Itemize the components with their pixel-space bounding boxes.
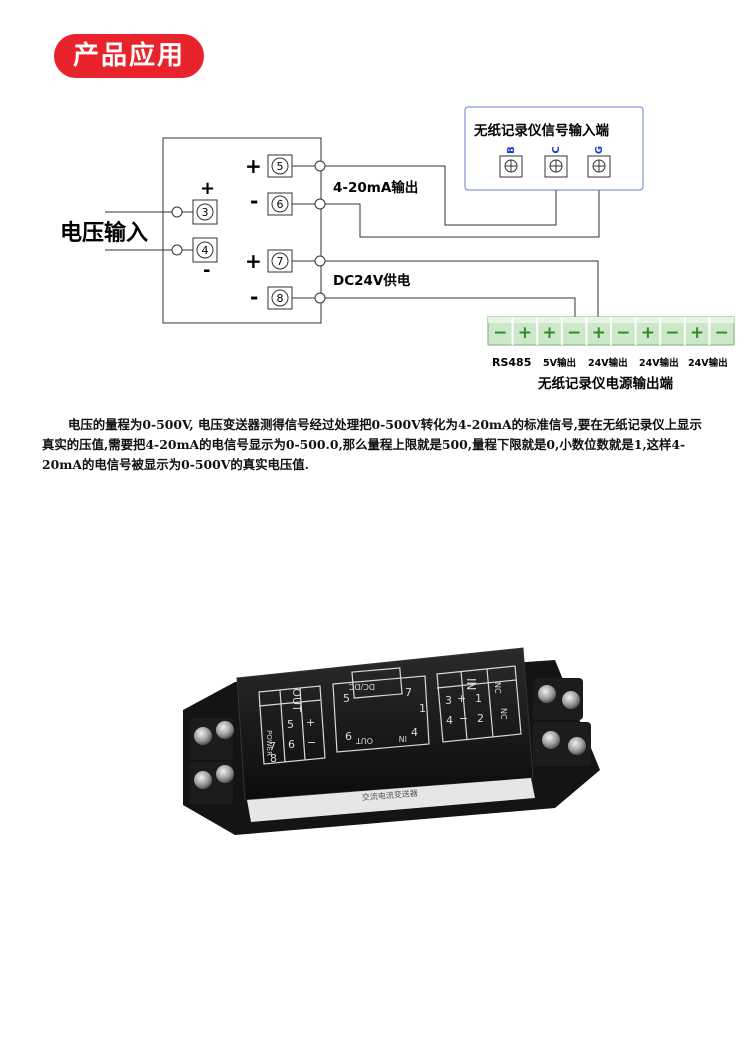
power-label-24v-a: 24V输出 xyxy=(588,357,628,369)
power-minus-sign: - xyxy=(250,285,258,309)
signal-terminal-b: B xyxy=(499,146,523,178)
svg-text:OUT: OUT xyxy=(356,736,373,745)
terminal-7: 7 xyxy=(267,249,293,273)
output-label: 4-20mA输出 xyxy=(333,179,418,196)
output-wire-positive xyxy=(325,165,557,226)
svg-text:3: 3 xyxy=(202,206,209,219)
power-label-rs485: RS485 xyxy=(492,356,531,369)
svg-text:6: 6 xyxy=(345,730,352,743)
power-terminal-sign: + xyxy=(690,323,704,343)
terminal-screws xyxy=(194,685,586,789)
output-plus-sign: + xyxy=(245,154,262,178)
input-node-negative xyxy=(171,244,183,256)
svg-text:7: 7 xyxy=(277,255,284,268)
svg-text:B: B xyxy=(506,146,517,154)
power-wire-negative xyxy=(325,297,576,317)
svg-text:NC: NC xyxy=(493,682,502,694)
svg-text:7: 7 xyxy=(269,740,276,753)
dcdc-label: DC/DC xyxy=(348,682,375,691)
svg-text:+: + xyxy=(306,716,315,729)
power-label: POWER xyxy=(265,730,273,756)
power-label-24v-c: 24V输出 xyxy=(688,357,728,369)
svg-text:5: 5 xyxy=(343,692,350,705)
terminal-6: 6 xyxy=(267,192,293,216)
in-block-title: IN xyxy=(464,678,478,691)
svg-text:NC: NC xyxy=(499,708,508,720)
out-block-title: OUT xyxy=(290,688,303,712)
terminal-3: 3 xyxy=(192,199,218,225)
power-terminal-sign: − xyxy=(567,323,581,343)
svg-text:1: 1 xyxy=(475,692,482,705)
power-terminal-sign: − xyxy=(616,323,630,343)
power-label-24v-b: 24V输出 xyxy=(639,357,679,369)
recorder-signal-title: 无纸记录仪信号输入端 xyxy=(473,122,609,139)
svg-text:8: 8 xyxy=(270,752,277,765)
svg-text:−: − xyxy=(307,736,316,749)
svg-text:IN: IN xyxy=(399,734,407,743)
svg-text:5: 5 xyxy=(287,718,294,731)
power-terminal-sign: + xyxy=(542,323,556,343)
input-plus-sign: + xyxy=(200,178,215,199)
recorder-power-title: 无纸记录仪电源输出端 xyxy=(537,375,673,392)
section-title-badge: 产品应用 xyxy=(54,34,204,78)
svg-text:交流电流变送器: 交流电流变送器 xyxy=(361,788,418,802)
transmitter-box xyxy=(162,137,322,324)
svg-text:5: 5 xyxy=(277,160,284,173)
svg-text:8: 8 xyxy=(277,292,284,305)
svg-text:6: 6 xyxy=(288,738,295,751)
terminal-4: 4 xyxy=(192,237,218,263)
input-minus-sign: - xyxy=(203,260,210,281)
recorder-power-strip: −++−+−+−+− xyxy=(487,316,735,346)
power-plus-sign: + xyxy=(245,249,262,273)
description-paragraph: 电压的量程为0-500V, 电压变送器测得信号经过处理把0-500V转化为4-2… xyxy=(42,417,702,472)
power-terminal-sign: + xyxy=(592,323,606,343)
svg-text:3: 3 xyxy=(445,694,452,707)
terminal-8: 8 xyxy=(267,286,293,310)
power-node-positive xyxy=(314,255,326,267)
power-wire-positive xyxy=(325,260,599,317)
power-terminal-sign: − xyxy=(665,323,679,343)
svg-text:G: G xyxy=(594,146,605,154)
output-wire-negative xyxy=(325,177,600,238)
svg-text:1: 1 xyxy=(419,702,426,715)
power-terminal-sign: − xyxy=(493,323,507,343)
power-terminal-sign: + xyxy=(641,323,655,343)
wiring-diagram: 电压输入 + - 3 4 + - 5 6 + - 7 8 xyxy=(60,106,735,392)
voltage-input-label: 电压输入 xyxy=(60,220,148,246)
output-minus-sign: - xyxy=(250,189,258,213)
svg-text:4: 4 xyxy=(202,244,209,257)
signal-terminal-c: C xyxy=(544,146,568,178)
housing-cover xyxy=(236,647,534,801)
input-node-positive xyxy=(171,206,183,218)
svg-text:+: + xyxy=(457,692,466,705)
svg-text:−: − xyxy=(459,712,468,725)
svg-text:4: 4 xyxy=(446,714,453,727)
power-label-5v: 5V输出 xyxy=(543,357,576,369)
product-label xyxy=(247,778,535,822)
signal-terminal-g: G xyxy=(587,146,611,178)
terminal-5: 5 xyxy=(267,154,293,178)
svg-text:2: 2 xyxy=(477,712,484,725)
svg-text:6: 6 xyxy=(277,198,284,211)
output-node-positive xyxy=(314,160,326,172)
svg-text:4: 4 xyxy=(411,726,418,739)
power-terminal-sign: − xyxy=(715,323,729,343)
power-label: DC24V供电 xyxy=(333,272,411,289)
svg-text:C: C xyxy=(551,146,562,153)
power-node-negative xyxy=(314,292,326,304)
product-photo: 交流电流变送器 OUT POWER 5 + 6 − 7 8 DC/DC 5 7 … xyxy=(183,647,600,835)
power-terminal-sign: + xyxy=(518,323,532,343)
output-node-negative xyxy=(314,198,326,210)
svg-text:7: 7 xyxy=(405,686,412,699)
